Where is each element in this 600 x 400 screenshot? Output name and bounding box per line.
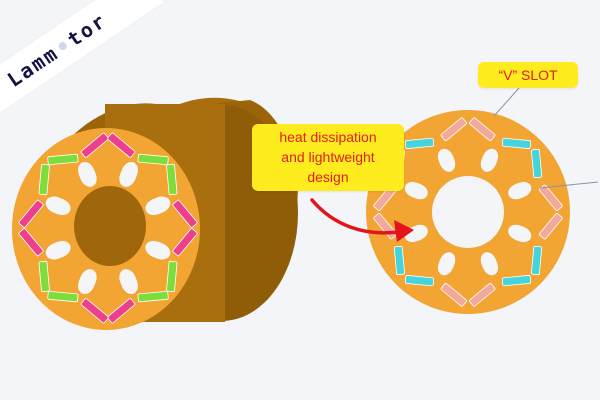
magnet-bar: [18, 199, 44, 228]
left-rotor-magnets: [18, 132, 198, 324]
heat-callout-line-1: heat dissipation: [279, 129, 377, 145]
magnet-bar: [440, 282, 467, 307]
magnet-bar: [531, 245, 543, 276]
heat-arrow: [310, 198, 414, 242]
magnet-bar: [137, 153, 169, 166]
cooling-hole: [480, 148, 499, 172]
magnet-bar: [18, 228, 44, 257]
cooling-hole: [145, 196, 171, 216]
cooling-hole: [78, 269, 97, 295]
magnet-bar: [80, 132, 109, 158]
cooling-hole: [78, 161, 97, 187]
magnet-bar: [166, 163, 178, 196]
cooling-hole: [508, 181, 532, 200]
magnet-bar: [38, 260, 50, 293]
cooling-hole: [480, 252, 499, 276]
cooling-hole: [508, 224, 532, 243]
magnet-bar: [47, 290, 79, 303]
magnet-bar: [404, 137, 435, 149]
magnet-bar: [172, 199, 198, 228]
magnet-bar: [166, 260, 178, 293]
heat-arrow-head: [394, 220, 414, 242]
cooling-hole: [437, 252, 456, 276]
magnet-bar: [501, 275, 532, 287]
cooling-hole: [145, 240, 171, 260]
right-side-pointer-line: [539, 181, 599, 189]
v-slot-callout: “V” SLOT: [478, 62, 578, 88]
cooling-hole: [45, 240, 71, 260]
left-rotor: [12, 97, 299, 330]
heat-arrow-shaft: [310, 198, 400, 235]
magnet-bar: [469, 282, 496, 307]
heat-callout-line-2: and lightweight: [281, 149, 375, 165]
cooling-hole: [437, 148, 456, 172]
magnet-bar: [501, 137, 532, 149]
heat-callout-line-3: design: [307, 169, 349, 185]
magnet-bar: [172, 228, 198, 257]
magnet-bar: [440, 117, 467, 142]
heat-dissipation-callout: heat dissipation and lightweight design: [252, 124, 404, 191]
magnet-bar: [107, 132, 136, 158]
v-slot-pointer-line: [493, 87, 520, 117]
magnet-bar: [469, 117, 496, 142]
magnet-bar: [531, 148, 543, 179]
magnet-bar: [107, 298, 136, 324]
magnet-bar: [538, 213, 563, 240]
cooling-hole: [119, 161, 138, 187]
magnet-bar: [404, 275, 435, 287]
right-rotor-bore: [432, 176, 504, 248]
watermark-dot-icon: [57, 40, 69, 52]
magnet-bar: [393, 245, 405, 276]
magnet-bar: [137, 290, 169, 303]
magnet-bar: [538, 184, 563, 211]
left-rotor-bore: [74, 186, 146, 266]
magnet-bar: [47, 153, 79, 166]
magnet-bar: [38, 163, 50, 196]
right-rotor-magnets: [373, 117, 563, 307]
cooling-hole: [404, 181, 428, 200]
cooling-hole: [45, 196, 71, 216]
left-rotor-cooling-holes: [45, 161, 171, 295]
cooling-hole: [119, 269, 138, 295]
magnet-bar: [80, 298, 109, 324]
